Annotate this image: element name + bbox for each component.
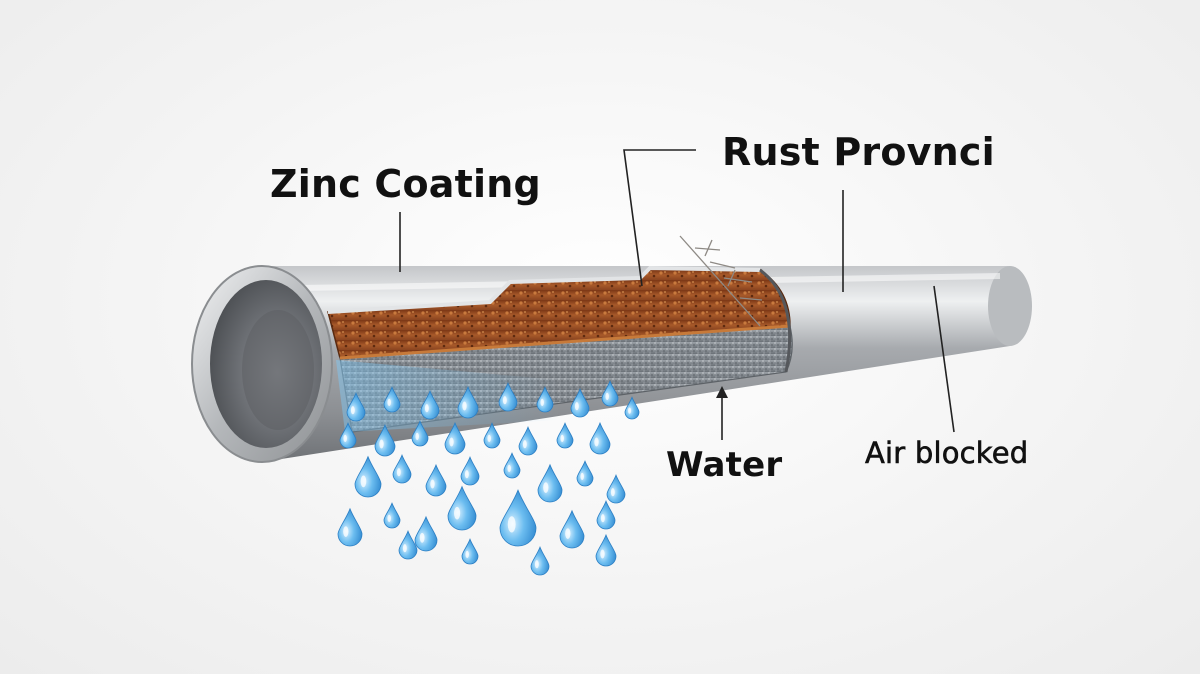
water-drop — [457, 385, 479, 419]
label-rust: Rust Provnci — [722, 130, 995, 174]
leader-air-blocked — [933, 285, 955, 433]
pipe-bore-shadow — [242, 310, 314, 430]
water-drop-highlight — [600, 514, 605, 523]
water-drop — [383, 386, 401, 413]
pipe-opening — [191, 265, 333, 463]
water-drop-highlight — [343, 434, 347, 442]
water-drop — [354, 455, 382, 498]
leader-water-arrow — [716, 386, 728, 398]
water-drop-highlight — [419, 532, 425, 543]
water-drop-highlight — [396, 468, 401, 477]
water-drop-highlight — [424, 404, 429, 413]
water-drop-highlight — [343, 526, 349, 537]
water-drop — [536, 386, 554, 413]
water-drop-highlight — [543, 482, 549, 493]
water-drop-highlight — [430, 479, 435, 489]
leader-rust — [623, 149, 696, 287]
water-drop — [411, 420, 429, 447]
water-drop-highlight — [574, 402, 579, 411]
water-drop-highlight — [449, 437, 454, 447]
cutaway-boundary — [759, 268, 792, 373]
water-drop-highlight — [464, 470, 469, 479]
water-drop — [337, 507, 363, 547]
water-drop — [498, 381, 518, 412]
water-drop — [596, 499, 616, 530]
water-drop — [576, 460, 594, 487]
water-drop — [339, 422, 357, 449]
water-drop — [383, 502, 401, 529]
crack-fibers — [679, 235, 763, 327]
water-drop — [570, 387, 590, 418]
water-drop — [414, 515, 438, 552]
water-drop-highlight — [594, 437, 599, 447]
water-drop-highlight — [502, 396, 507, 405]
water-drop-highlight — [360, 475, 367, 488]
water-drop — [559, 509, 585, 549]
water-drop-highlight — [387, 514, 391, 523]
water-drop — [392, 453, 412, 484]
water-drop-highlight — [454, 506, 461, 520]
water-drop — [499, 489, 537, 547]
water-drop-highlight — [507, 516, 516, 533]
water-drops — [337, 380, 640, 576]
water-drop-highlight — [387, 398, 391, 406]
water-drop-highlight — [507, 464, 511, 472]
water-drop — [460, 455, 480, 486]
water-sheen — [336, 360, 560, 432]
water-drop — [398, 529, 418, 560]
water-drop-highlight — [610, 488, 615, 497]
water-drop — [601, 380, 619, 407]
rust-layer-edge — [327, 265, 761, 314]
water-drop-highlight — [560, 434, 564, 442]
water-drop-highlight — [522, 440, 527, 449]
water-drop — [444, 421, 466, 455]
water-drop-highlight — [600, 549, 605, 559]
water-drop — [624, 396, 640, 420]
water-drop-highlight — [350, 406, 355, 415]
water-drop — [518, 425, 538, 456]
water-drop — [530, 545, 550, 576]
label-zinc-coating: Zinc Coating — [270, 162, 541, 206]
leader-lines — [399, 149, 955, 440]
label-water: Water — [666, 445, 783, 485]
water-drop — [447, 485, 477, 531]
water-drop — [346, 391, 366, 422]
water-drop — [537, 463, 563, 503]
water-drop — [461, 538, 479, 565]
water-drop — [595, 533, 617, 567]
water-drop-highlight — [465, 550, 469, 559]
water-drop — [503, 452, 521, 479]
water-drop-highlight — [462, 401, 467, 411]
water-drop-highlight — [534, 560, 539, 569]
label-air-blocked: Air blocked — [865, 436, 1029, 471]
water-drop-highlight — [565, 528, 571, 539]
water-drop — [420, 389, 440, 420]
water-drop — [556, 422, 574, 449]
water-drop-highlight — [580, 472, 584, 480]
water-drop-highlight — [379, 439, 384, 449]
water-drop — [374, 423, 396, 457]
water-drop-highlight — [487, 434, 491, 442]
pipe-end-cap — [988, 266, 1032, 346]
water-drop-highlight — [605, 392, 609, 400]
zinc-layer-top-edge — [339, 324, 791, 360]
water-drop — [589, 421, 611, 455]
water-drop-highlight — [402, 544, 407, 553]
water-drop — [425, 463, 447, 497]
water-drop-highlight — [540, 398, 544, 406]
water-drop-highlight — [415, 432, 419, 440]
water-drop-highlight — [628, 407, 632, 414]
water-drop — [483, 422, 501, 449]
water-drop — [606, 473, 626, 504]
